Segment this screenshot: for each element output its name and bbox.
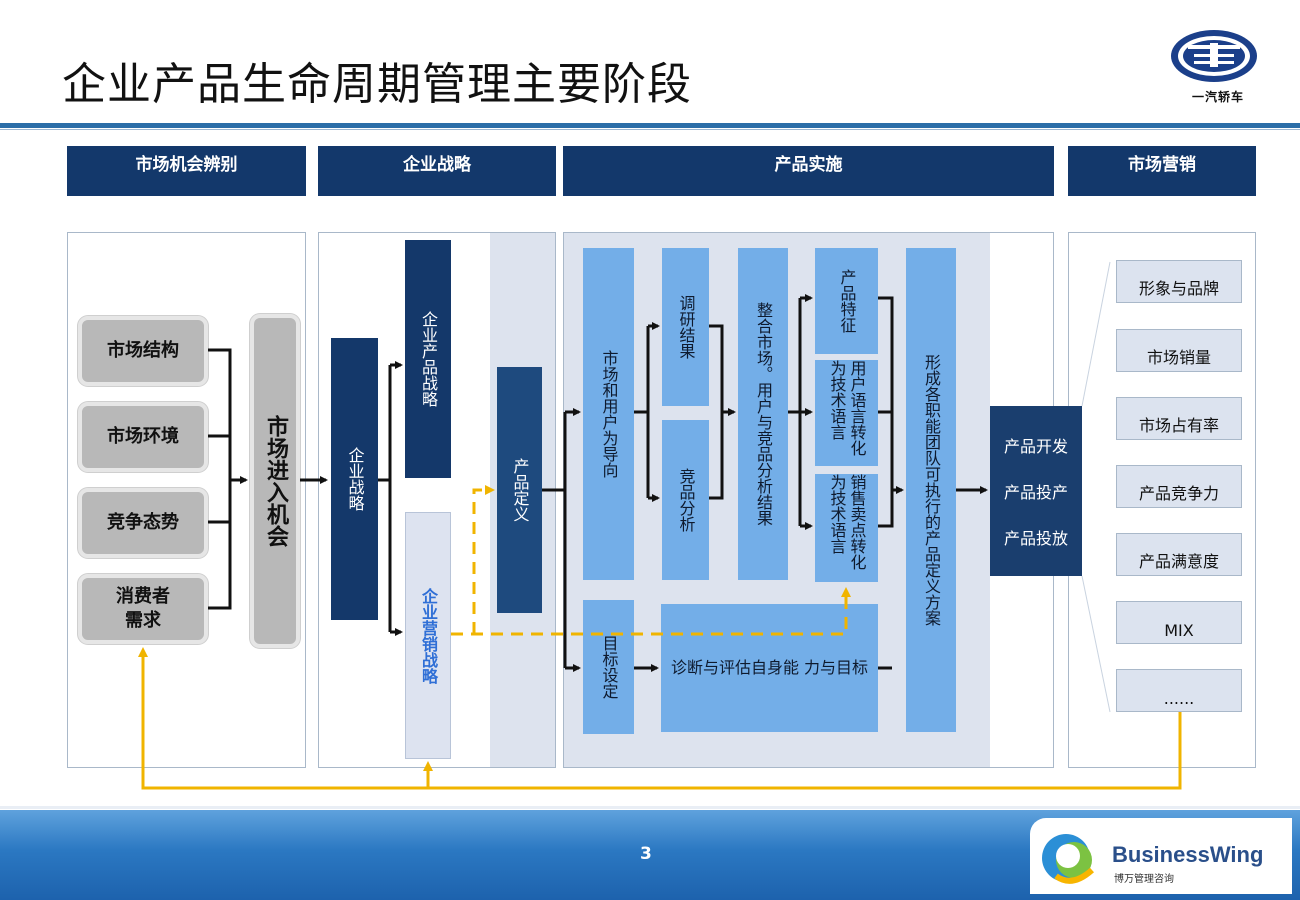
- column-header-implementation: 产品实施: [563, 146, 1054, 196]
- column-header-opportunity: 市场机会辨别: [67, 146, 306, 196]
- marketing-item-brand: 形象与品牌: [1116, 260, 1242, 303]
- outcome-production: 产品投产: [1003, 483, 1068, 502]
- marketing-fan: [1081, 261, 1111, 713]
- research-results: 调研结果: [662, 248, 709, 406]
- outcome-launch: 产品投放: [1003, 529, 1068, 548]
- competitor-analysis: 竞品分析: [662, 420, 709, 580]
- page-title: 企业产品生命周期管理主要阶段: [62, 59, 692, 110]
- definition-plan: 形成各职能团队可执行的产品定义方案: [906, 248, 956, 732]
- marketing-item-satisfaction: 产品满意度: [1116, 533, 1242, 576]
- factors-bracket: [208, 348, 248, 610]
- column-header-strategy: 企业战略: [318, 146, 556, 196]
- outcomes-box: 产品开发 产品投产 产品投放: [990, 406, 1082, 576]
- factor-market-environment: 市场环境: [78, 402, 208, 472]
- brand-subtitle: 博万管理咨询: [1114, 874, 1174, 885]
- user-language-conversion: 用户语言转化为技术语言: [815, 360, 878, 466]
- footer-rule: [0, 806, 1300, 809]
- logo-text: 一汽轿车: [1191, 90, 1244, 104]
- header-rule-thin: [0, 129, 1300, 130]
- research-split: [634, 322, 660, 502]
- marketing-strategy-dashed-link: [451, 485, 851, 636]
- footer-brand: BusinessWing 博万管理咨询: [1030, 818, 1292, 894]
- factor-consumer-demand: 消费者 需求: [78, 574, 208, 644]
- definition-split: [542, 408, 581, 672]
- factor-market-structure: 市场结构: [78, 316, 208, 386]
- marketing-item-more: ......: [1116, 669, 1242, 712]
- marketing-item-competitiveness: 产品竞争力: [1116, 465, 1242, 508]
- research-merge: [709, 324, 736, 500]
- diagnose-evaluate: 诊断与评估自身能 力与目标: [661, 604, 878, 732]
- integrate-analysis: 整合市场。用户与竞品分析结果: [738, 248, 788, 580]
- marketing-item-mix: MIX: [1116, 601, 1242, 644]
- company-logo: 一汽轿车: [1168, 28, 1260, 108]
- marketing-strategy: 企业营销战略: [405, 512, 451, 759]
- header-rule: [0, 123, 1300, 128]
- column-header-marketing: 市场营销: [1068, 146, 1256, 196]
- corporate-strategy: 企业战略: [331, 338, 378, 620]
- sales-language-conversion: 销售卖点转化为技术语言: [815, 474, 878, 582]
- strategy-split: [378, 361, 403, 636]
- marketing-item-market-share: 市场占有率: [1116, 397, 1242, 440]
- market-entry-opportunity: 市场进入机会: [250, 314, 300, 648]
- brand-name: BusinessWing: [1112, 842, 1264, 867]
- marketing-item-sales-volume: 市场销量: [1116, 329, 1242, 372]
- product-features: 产品特征: [815, 248, 878, 354]
- page-number: 3: [640, 844, 652, 864]
- feedback-loop: [138, 647, 1182, 790]
- product-definition: 产品定义: [497, 367, 542, 613]
- factor-competition: 竞争态势: [78, 488, 208, 558]
- user-oriented: 市场和用户为导向: [583, 248, 634, 580]
- product-strategy: 企业产品战略: [405, 240, 451, 478]
- businesswing-logo-icon: [1042, 834, 1095, 884]
- integrate-split: [788, 294, 813, 530]
- features-merge: [878, 296, 904, 528]
- target-setting: 目标设定: [583, 600, 634, 734]
- outcome-development: 产品开发: [1003, 437, 1068, 456]
